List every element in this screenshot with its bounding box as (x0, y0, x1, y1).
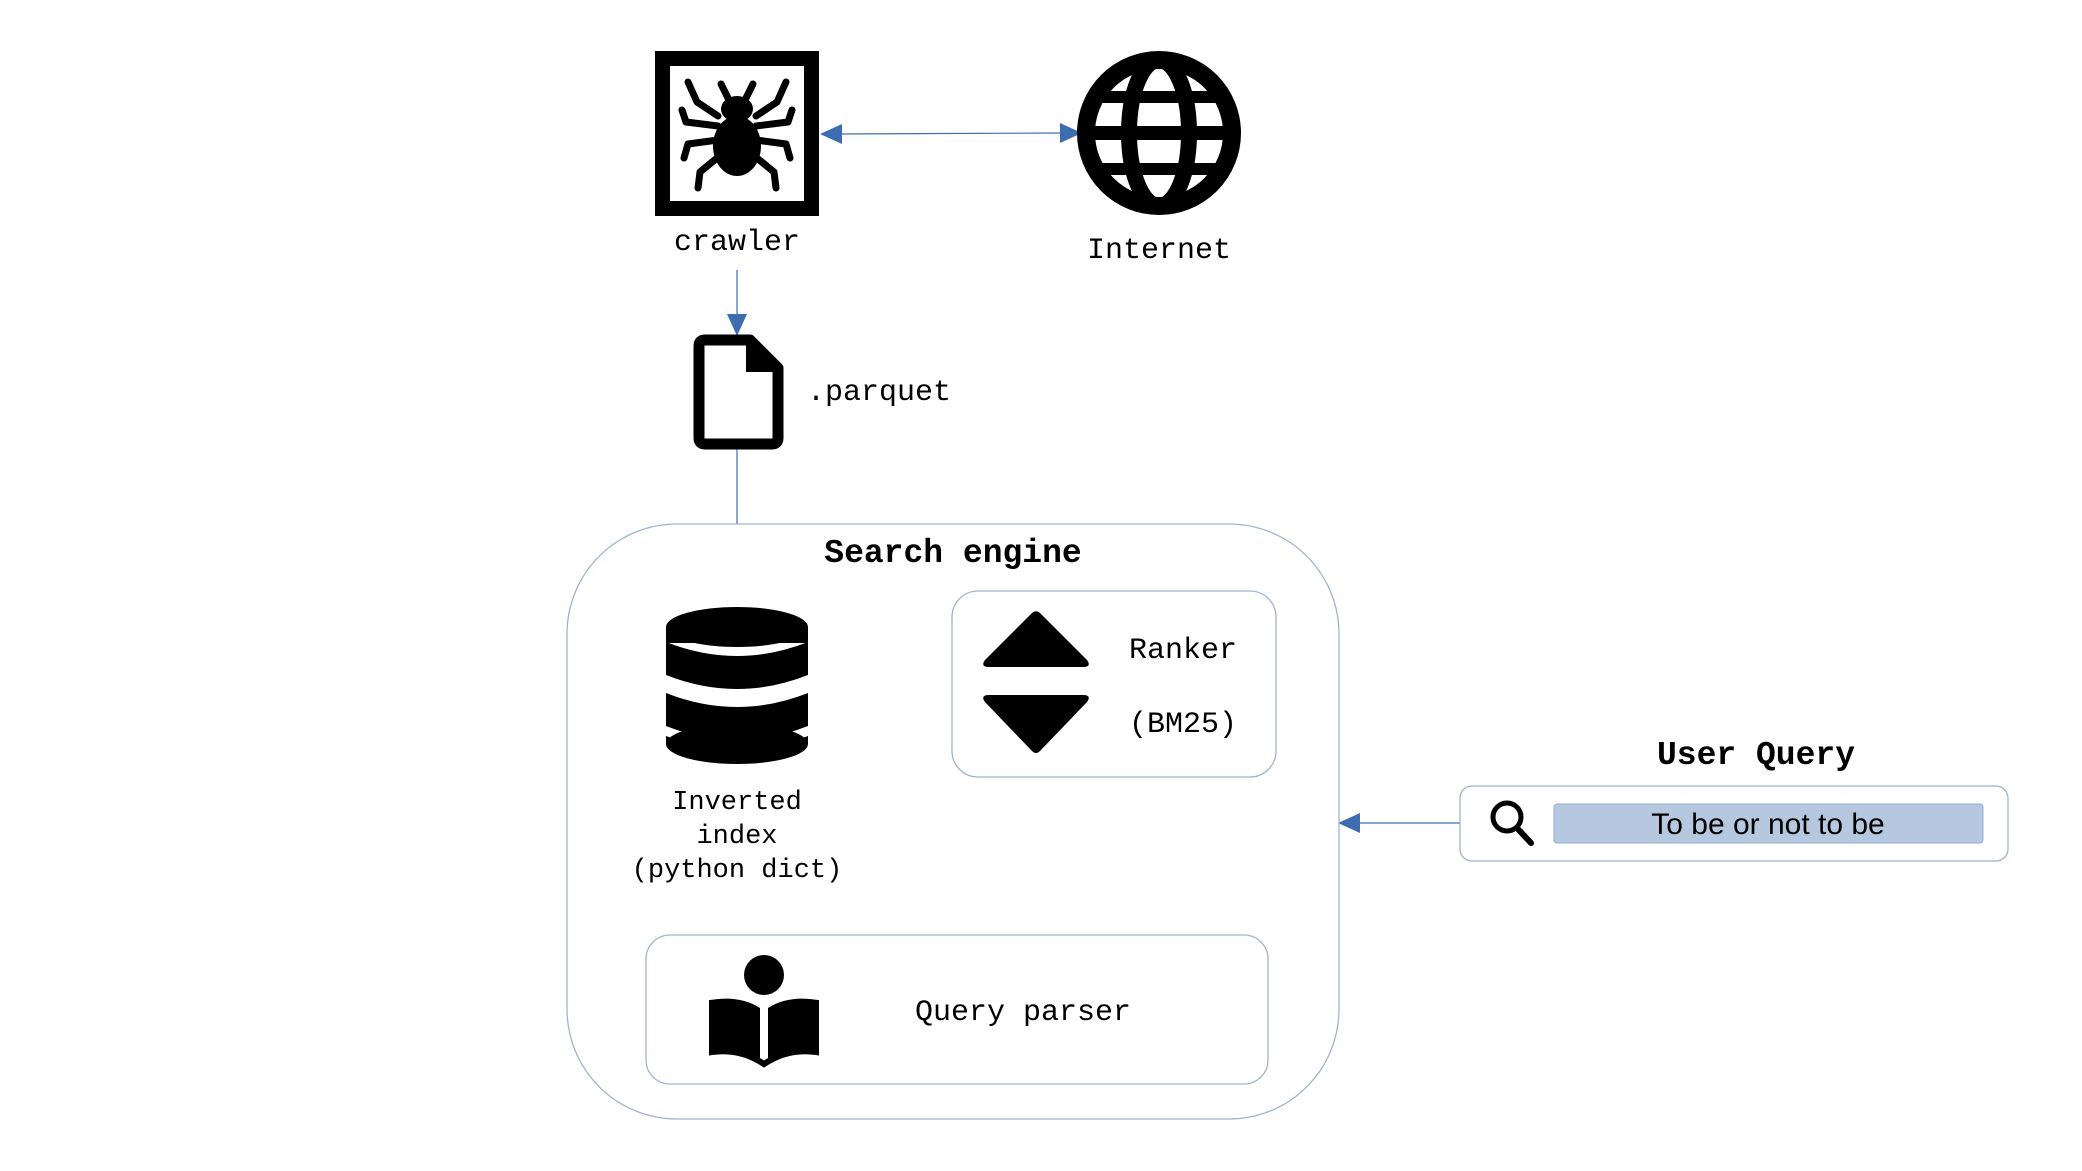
parquet-node: .parquet (693, 334, 951, 450)
ranker-node: Ranker (BM25) (951, 590, 1277, 778)
database-icon (666, 607, 808, 764)
inverted-index-label-line-3: (python dict) (632, 856, 843, 886)
internet-label: Internet (1087, 234, 1231, 268)
globe-icon (1077, 51, 1241, 215)
user-query-field[interactable] (1553, 803, 1984, 844)
reading-person-icon (709, 955, 819, 1068)
ranker-label-line-1: Ranker (1129, 634, 1237, 668)
query-parser-label: Query parser (915, 996, 1131, 1030)
connector-query-engine (1338, 813, 1460, 833)
file-icon (693, 334, 784, 450)
user-query-title: User Query (1657, 737, 1855, 774)
inverted-index-label-line-1: Inverted (672, 788, 802, 818)
connector-crawler-internet (820, 123, 1082, 144)
search-icon (1490, 800, 1534, 846)
user-query-value: To be or not to be (1651, 808, 1885, 841)
sort-arrows-icon (983, 611, 1089, 753)
user-query-node: User Query To be or not to be (1459, 737, 2009, 862)
inverted-index-label-line-2: index (696, 822, 777, 852)
crawler-label: crawler (674, 226, 800, 260)
ranker-label-line-2: (BM25) (1129, 708, 1237, 742)
parquet-label: .parquet (807, 376, 951, 410)
crawler-node: crawler (655, 51, 819, 260)
query-parser-node: Query parser (645, 934, 1269, 1085)
search-engine-title: Search engine (824, 535, 1081, 572)
spider-icon (655, 51, 819, 216)
inverted-index-node: Inverted index (python dict) (632, 607, 843, 886)
connector-crawler-parquet (727, 270, 747, 336)
search-engine-container: Search engine Inverted index (python dic… (566, 523, 1340, 1120)
internet-node: Internet (1077, 51, 1241, 268)
